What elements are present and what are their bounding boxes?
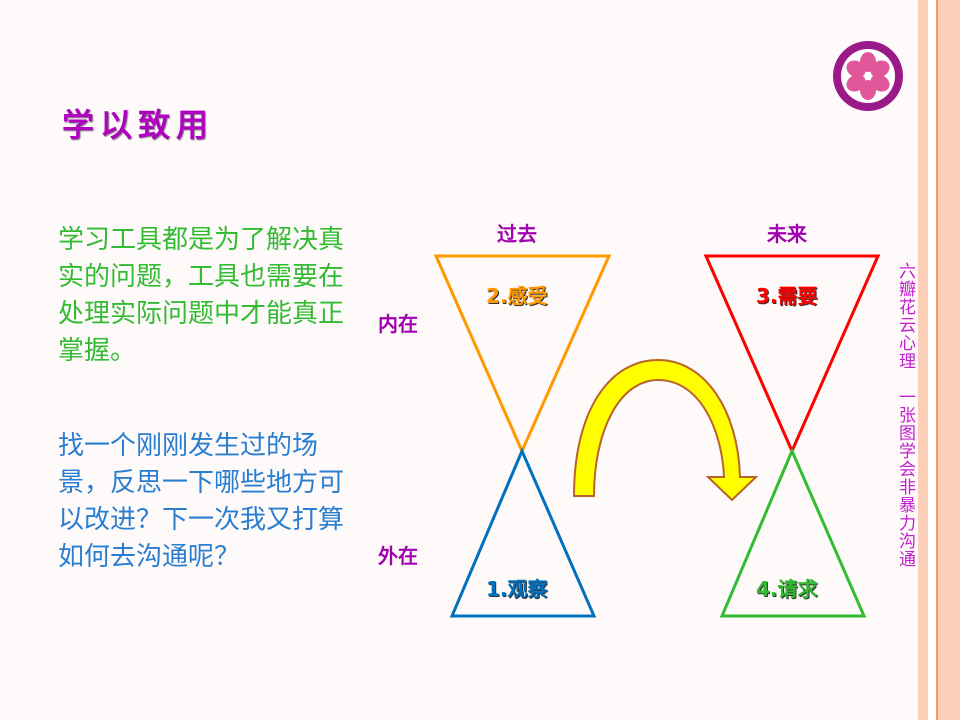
step-request: 4.请求	[756, 577, 818, 601]
curved-arrow-icon	[572, 358, 759, 502]
side-caption: 六瓣花云心理 一张图学会非暴力沟通	[895, 262, 915, 568]
decor-stripe	[928, 0, 936, 720]
logo	[832, 40, 904, 112]
step-feelings: 2.感受	[486, 284, 548, 308]
observation-triangle	[449, 447, 597, 618]
paragraph-2: 找一个刚刚发生过的场景，反思一下哪些地方可以改进？下一次我又打算如何去沟通呢？	[58, 431, 345, 572]
slide-title: 学以致用	[62, 106, 215, 144]
decor-stripe	[938, 0, 960, 720]
feelings-triangle	[433, 254, 612, 455]
decor-stripe	[936, 0, 938, 720]
label-future: 未来	[767, 222, 807, 246]
step-observation: 1.观察	[486, 577, 548, 601]
label-inner: 内在	[378, 312, 418, 336]
label-past: 过去	[497, 222, 537, 246]
step-needs: 3.需要	[756, 284, 818, 308]
decor-stripe	[918, 0, 928, 720]
paragraph-1: 学习工具都是为了解决真实的问题，工具也需要在处理实际问题中才能真正掌握。	[58, 225, 345, 366]
label-outer: 外在	[378, 544, 418, 568]
request-triangle	[719, 447, 867, 618]
needs-triangle	[703, 254, 881, 455]
